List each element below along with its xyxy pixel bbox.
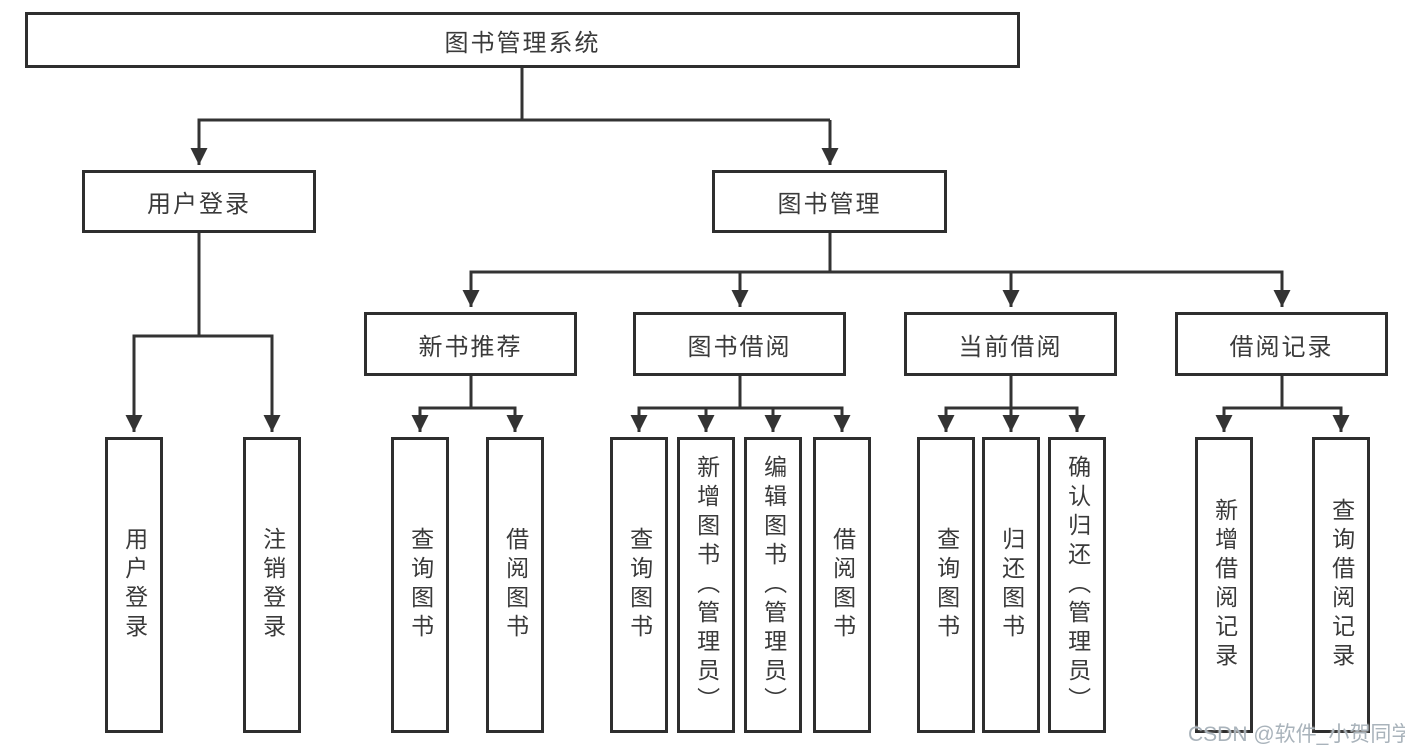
leaf-borrow-query-books-label: 查询图书 <box>626 527 653 643</box>
node-new-book-recommend: 新书推荐 <box>364 312 577 376</box>
node-current-borrow: 当前借阅 <box>904 312 1117 376</box>
node-new-book-recommend-label: 新书推荐 <box>418 333 523 361</box>
leaf-user-login: 用户登录 <box>105 437 163 733</box>
csdn-watermark: CSDN @软件_小贺同学 <box>1188 723 1405 746</box>
leaf-current-query-books: 查询图书 <box>917 437 975 733</box>
leaf-borrow-books: 借阅图书 <box>813 437 871 733</box>
leaf-borrow-query-books: 查询图书 <box>610 437 668 733</box>
leaf-logout-label: 注销登录 <box>259 527 286 643</box>
node-borrow-records-label: 借阅记录 <box>1229 333 1334 361</box>
leaf-borrow-books-label: 借阅图书 <box>829 527 856 643</box>
leaf-add-books-admin-label: 新增图书（管理员） <box>693 454 720 716</box>
node-user-login-branch: 用户登录 <box>82 170 316 233</box>
leaf-current-query-books-label: 查询图书 <box>933 527 960 643</box>
node-root-label: 图书管理系统 <box>444 29 601 57</box>
leaf-add-borrow-record-label: 新增借阅记录 <box>1211 498 1238 672</box>
leaf-add-books-admin: 新增图书（管理员） <box>677 437 735 733</box>
leaf-return-books: 归还图书 <box>982 437 1040 733</box>
leaf-return-books-label: 归还图书 <box>998 527 1025 643</box>
leaf-recommend-borrow-books: 借阅图书 <box>486 437 544 733</box>
leaf-edit-books-admin-label: 编辑图书（管理员） <box>760 454 787 716</box>
node-book-management: 图书管理 <box>712 170 947 233</box>
leaf-edit-books-admin: 编辑图书（管理员） <box>744 437 802 733</box>
leaf-recommend-borrow-books-label: 借阅图书 <box>502 527 529 643</box>
leaf-logout: 注销登录 <box>243 437 301 733</box>
leaf-query-borrow-record: 查询借阅记录 <box>1312 437 1370 733</box>
leaf-recommend-query-books-label: 查询图书 <box>407 527 434 643</box>
leaf-confirm-return-admin: 确认归还（管理员） <box>1048 437 1106 733</box>
leaf-confirm-return-admin-label: 确认归还（管理员） <box>1064 454 1091 716</box>
node-root: 图书管理系统 <box>25 12 1020 68</box>
leaf-query-borrow-record-label: 查询借阅记录 <box>1328 498 1355 672</box>
node-book-borrow-label: 图书借阅 <box>687 333 792 361</box>
node-user-login-label: 用户登录 <box>147 191 251 218</box>
node-current-borrow-label: 当前借阅 <box>958 333 1063 361</box>
node-borrow-records: 借阅记录 <box>1175 312 1388 376</box>
leaf-recommend-query-books: 查询图书 <box>391 437 449 733</box>
node-book-management-label: 图书管理 <box>777 191 882 218</box>
node-book-borrow: 图书借阅 <box>633 312 846 376</box>
leaf-add-borrow-record: 新增借阅记录 <box>1195 437 1253 733</box>
leaf-user-login-label: 用户登录 <box>121 527 148 643</box>
